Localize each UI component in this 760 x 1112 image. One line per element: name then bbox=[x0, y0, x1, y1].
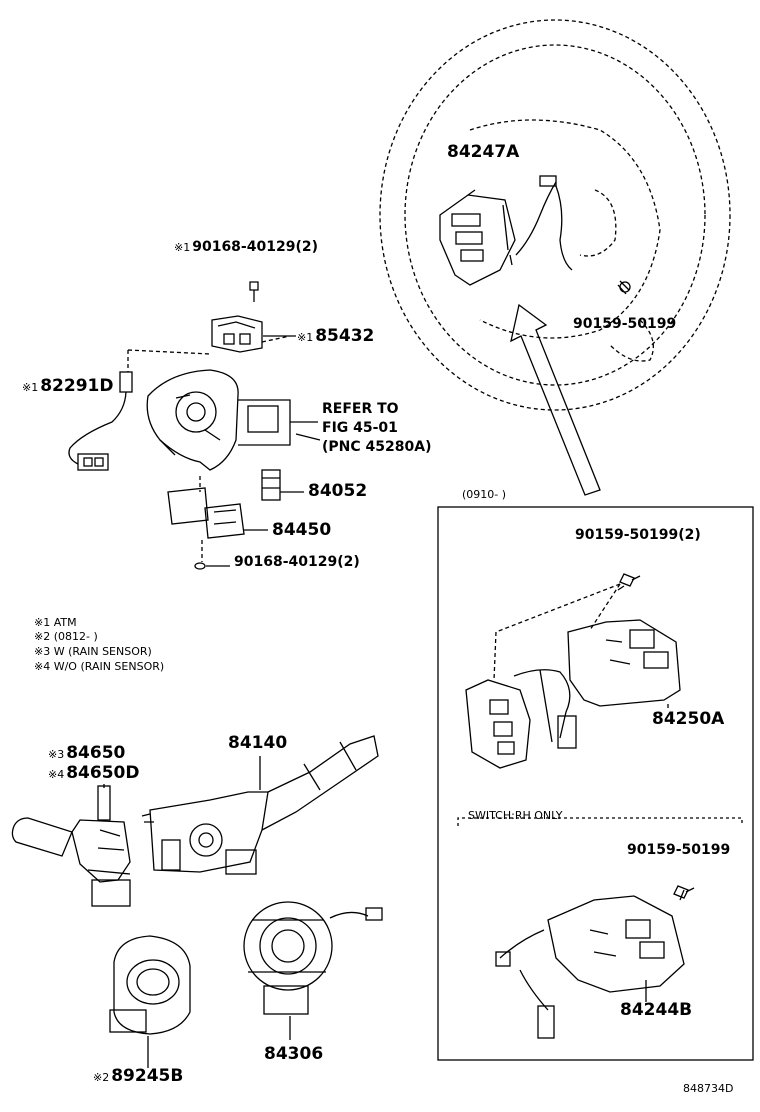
part-84140 bbox=[141, 735, 379, 875]
switch-note: SWITCH:RH ONLY bbox=[468, 809, 563, 822]
refer-line-1: REFER TO bbox=[322, 401, 399, 417]
mark-1: ※1 bbox=[297, 331, 314, 344]
figure-number: 848734D bbox=[683, 1082, 734, 1095]
note-2: ※2 (0812- ) bbox=[34, 630, 98, 643]
label-84450: 84450 bbox=[272, 520, 332, 540]
refer-line-3: (PNC 45280A) bbox=[322, 439, 432, 455]
leader-dashed-a bbox=[127, 335, 291, 372]
label-82291D-text: 82291D bbox=[40, 376, 114, 396]
label-90159-box2: 90159-50199 bbox=[627, 842, 731, 858]
part-84306 bbox=[243, 901, 383, 1015]
steering-wheel bbox=[379, 19, 731, 411]
mark-3: ※3 bbox=[48, 748, 65, 761]
arrow-indicator bbox=[510, 303, 601, 496]
refer-line-2: FIG 45-01 bbox=[322, 420, 398, 436]
part-89245B bbox=[109, 935, 191, 1035]
leader-dashed-c bbox=[493, 583, 621, 681]
part-84250A bbox=[465, 619, 681, 769]
part-82291D bbox=[68, 371, 133, 471]
mark-1: ※1 bbox=[22, 381, 39, 394]
label-84052: 84052 bbox=[308, 481, 368, 501]
note-3: ※3 W (RAIN SENSOR) bbox=[34, 645, 152, 658]
label-84650D-text: 84650D bbox=[66, 763, 140, 783]
screw-box-1 bbox=[617, 573, 641, 591]
wheel-switch-84247A bbox=[439, 175, 573, 286]
label-84244B: 84244B bbox=[620, 1000, 693, 1020]
label-84247A: 84247A bbox=[447, 142, 520, 162]
part-85432 bbox=[211, 315, 263, 353]
label-89245B-text: 89245B bbox=[111, 1066, 184, 1086]
part-84052 bbox=[261, 469, 281, 501]
part-84450 bbox=[167, 487, 245, 539]
leader-lines-a bbox=[206, 335, 321, 567]
note-4: ※4 W/O (RAIN SENSOR) bbox=[34, 660, 165, 673]
leader-dashed-b bbox=[199, 476, 203, 562]
switch-note-line bbox=[457, 817, 743, 826]
label-84306: 84306 bbox=[264, 1044, 324, 1064]
part-84650 bbox=[11, 785, 131, 907]
label-90168-bottom: 90168-40129(2) bbox=[234, 554, 360, 570]
label-90159-box1: 90159-50199(2) bbox=[575, 527, 701, 543]
mark-1: ※1 bbox=[174, 241, 191, 254]
leader-lines-b bbox=[103, 756, 291, 1068]
part-84244B bbox=[495, 895, 685, 1039]
label-84140: 84140 bbox=[228, 733, 288, 753]
label-84650-text: 84650 bbox=[66, 743, 126, 763]
label-85432-text: 85432 bbox=[315, 326, 375, 346]
note-1: ※1 ATM bbox=[34, 616, 77, 629]
screw-wheel bbox=[617, 280, 631, 295]
label-90168-top-text: 90168-40129(2) bbox=[192, 239, 318, 255]
label-84250A: 84250A bbox=[652, 709, 725, 729]
inset-box bbox=[437, 506, 754, 1061]
screw-box-2 bbox=[673, 885, 695, 899]
mark-4: ※4 bbox=[48, 768, 65, 781]
screw-top bbox=[249, 281, 259, 302]
box-date: (0910- ) bbox=[462, 488, 507, 501]
label-90159-wheel: 90159-50199 bbox=[573, 316, 677, 332]
leader-lines-c bbox=[645, 704, 685, 1002]
steering-column-body bbox=[146, 369, 318, 471]
mark-2: ※2 bbox=[93, 1071, 110, 1084]
screw-bottom bbox=[194, 562, 206, 570]
